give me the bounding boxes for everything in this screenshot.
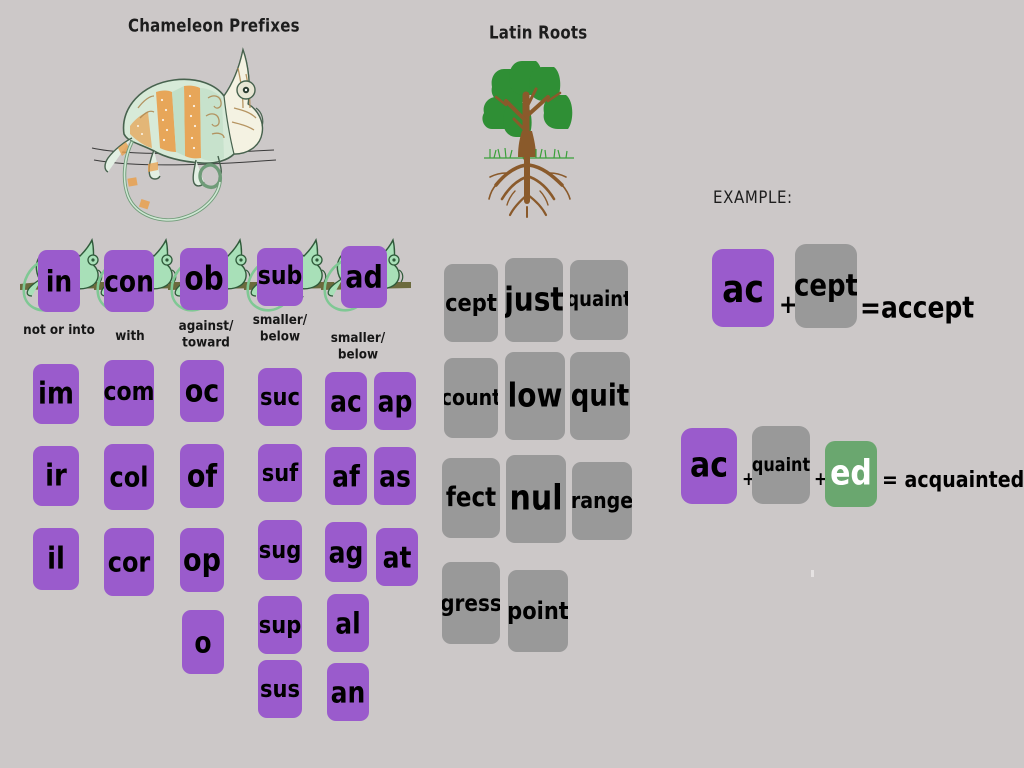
latin-root-tile[interactable]: just [505, 258, 563, 342]
prefix-variant-tile[interactable]: ir [33, 446, 79, 506]
prefix-meaning-con: with [115, 328, 145, 344]
prefix-tile-con[interactable]: con [104, 250, 154, 312]
latin-root-tile[interactable]: nul [506, 455, 566, 543]
prefix-variant-tile[interactable]: an [327, 663, 369, 721]
prefix-variant-tile[interactable]: sug [258, 520, 302, 580]
prefix-variant-tile[interactable]: cor [104, 528, 154, 596]
latin-root-tile[interactable]: quaint [570, 260, 628, 340]
latin-root-tile[interactable]: cept [444, 264, 498, 342]
prefix-variant-tile[interactable]: ac [325, 372, 367, 430]
prefix-variant-tile[interactable]: sus [258, 660, 302, 718]
prefix-variant-tile[interactable]: of [180, 444, 224, 508]
example-title: EXAMPLE: [713, 187, 793, 208]
example1-operator: + [779, 291, 798, 320]
prefix-meaning-ob: against/ toward [178, 318, 234, 351]
example2-prefix-tile[interactable]: ac [681, 428, 737, 504]
chameleon-prefixes-title: Chameleon Prefixes [128, 15, 300, 37]
prefix-variant-tile[interactable]: as [374, 447, 416, 505]
example2-result: = acquainted [882, 467, 1024, 493]
prefix-variant-tile[interactable]: al [327, 594, 369, 652]
prefix-variant-tile[interactable]: suc [258, 368, 302, 426]
latin-roots-tree-illustration [470, 45, 590, 220]
prefix-meaning-in: not or into [23, 322, 95, 338]
prefix-variant-tile[interactable]: suf [258, 444, 302, 502]
prefix-variant-tile[interactable]: ag [325, 522, 367, 582]
example2-suffix-tile[interactable]: ed [825, 441, 877, 507]
latin-root-tile[interactable]: range [572, 462, 632, 540]
example1-root-tile[interactable]: cept [795, 244, 857, 328]
latin-root-tile[interactable]: point [508, 570, 568, 652]
prefix-variant-tile[interactable]: col [104, 444, 154, 510]
prefix-variant-tile[interactable]: oc [180, 360, 224, 422]
example2-root-tile[interactable]: quaint [752, 426, 810, 504]
latin-root-tile[interactable]: quit [570, 352, 630, 440]
chameleon-illustration [88, 38, 278, 233]
example1-prefix-tile[interactable]: ac [712, 249, 774, 327]
latin-root-tile[interactable]: gress [442, 562, 500, 644]
latin-root-tile[interactable]: low [505, 352, 565, 440]
prefix-variant-tile[interactable]: af [325, 447, 367, 505]
prefix-variant-tile[interactable]: o [182, 610, 224, 674]
latin-root-tile[interactable]: count [444, 358, 498, 438]
prefix-variant-tile[interactable]: im [33, 364, 79, 424]
prefix-meaning-sub: smaller/ below [252, 312, 308, 345]
latin-root-tile[interactable]: fect [442, 458, 500, 538]
prefix-variant-tile[interactable]: ap [374, 372, 416, 430]
prefix-tile-sub[interactable]: sub [257, 248, 303, 306]
prefix-variant-tile[interactable]: op [180, 528, 224, 592]
latin-roots-title: Latin Roots [489, 22, 588, 44]
example2-operator-2: + [814, 467, 828, 490]
prefix-variant-tile[interactable]: il [33, 528, 79, 590]
prefix-variant-tile[interactable]: at [376, 528, 418, 586]
cursor-artifact [811, 570, 814, 577]
prefix-tile-ad[interactable]: ad [341, 246, 387, 308]
prefix-meaning-ad: smaller/ below [330, 330, 386, 363]
prefix-variant-tile[interactable]: com [104, 360, 154, 426]
prefix-tile-in[interactable]: in [38, 250, 80, 312]
example1-result: =accept [860, 290, 975, 325]
prefix-tile-ob[interactable]: ob [180, 248, 228, 310]
prefix-variant-tile[interactable]: sup [258, 596, 302, 654]
